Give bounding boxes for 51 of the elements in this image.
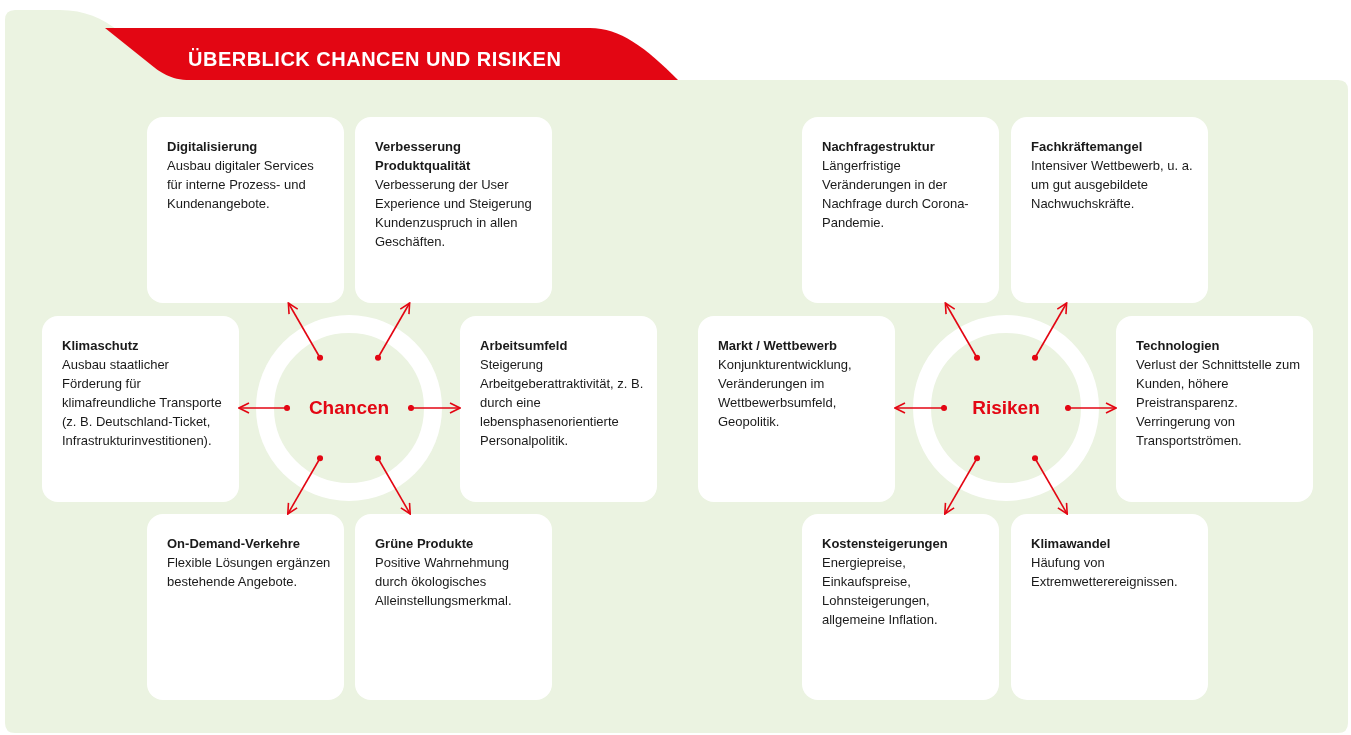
- card-heading: On-Demand-Verkehre: [167, 535, 301, 553]
- card-heading: Technologien: [1136, 337, 1221, 355]
- arrow: [287, 455, 324, 515]
- card-heading: Kostensteigerungen: [822, 535, 949, 553]
- arrow: [1031, 455, 1068, 515]
- topic-card: [147, 514, 344, 700]
- card-heading: Fachkräftemangel: [1031, 138, 1144, 156]
- topic-card: [802, 514, 999, 700]
- card-text: Häufung von Extremwetterereignissen.: [1031, 554, 1179, 591]
- card-text: Ausbau digitaler Services für interne Prozess- und Kundenangebote.: [167, 157, 315, 213]
- title: ÜBERBLICK CHANCEN UND RISIKEN: [188, 47, 562, 72]
- topic-card: [355, 117, 552, 303]
- card-text: Intensiver Wettbewerb, u. a. um gut ausgebildete Nachwuchskräfte.: [1031, 157, 1194, 213]
- card-text: Längerfristige Veränderungen in der Nachfrage durch Corona-Pandemie.: [822, 157, 970, 232]
- topic-card: [1011, 117, 1208, 303]
- card-heading: Klimaschutz: [62, 337, 140, 355]
- card-text: Verlust der Schnittstelle zum Kunden, höhere Preistransparenz. Verringerung von Transportströmen.: [1136, 356, 1301, 450]
- topic-card: [460, 316, 657, 502]
- card-heading: Klimawandel: [1031, 535, 1112, 553]
- topic-card: [1116, 316, 1313, 502]
- arrow: [1064, 402, 1117, 414]
- arrow: [944, 302, 981, 361]
- card-heading: Verbesserung Produktqualität: [375, 138, 472, 175]
- arrow: [407, 402, 461, 414]
- card-heading: Nachfragestruktur: [822, 138, 936, 156]
- card-text: Konjunkturentwicklung, Veränderungen im Wettbewerbsumfeld, Geopolitik.: [718, 356, 853, 431]
- card-text: Verbesserung der User Experience und Steigerung Kundenzuspruch in allen Geschäften.: [375, 176, 533, 251]
- topic-card: [802, 117, 999, 303]
- card-heading: Grüne Produkte: [375, 535, 475, 553]
- card-text: Steigerung Arbeitgeberattraktivität, z. B. durch eine lebensphasenorientierte Personalpolitik.: [480, 356, 645, 450]
- topic-card: [147, 117, 344, 303]
- arrow: [944, 455, 981, 515]
- arrow: [1031, 302, 1068, 361]
- circle-label: Chancen: [308, 395, 390, 420]
- arrow: [374, 302, 411, 361]
- topic-card: [1011, 514, 1208, 700]
- card-heading: Markt / Wettbewerb: [718, 337, 838, 355]
- arrow: [374, 455, 411, 515]
- topic-card: [698, 316, 895, 502]
- card-text: Ausbau staatlicher Förderung für klimafreundliche Transporte (z. B. Deutschland-Ticket, Infrastrukturinvestitionen).: [62, 356, 223, 450]
- card-text: Energiepreise, Einkaufspreise, Lohnsteigerungen, allgemeine Inflation.: [822, 554, 939, 629]
- arrow: [894, 402, 948, 414]
- topic-card: [42, 316, 239, 502]
- arrow: [238, 402, 291, 414]
- card-heading: Arbeitsumfeld: [480, 337, 569, 355]
- card-text: Positive Wahrnehmung durch ökologisches Alleinstellungsmerkmal.: [375, 554, 513, 610]
- card-heading: Digitalisierung: [167, 138, 259, 156]
- topic-card: [355, 514, 552, 700]
- arrow: [287, 302, 324, 361]
- circle-label: Risiken: [972, 395, 1040, 420]
- card-text: Flexible Lösungen ergänzen bestehende Angebote.: [167, 554, 332, 591]
